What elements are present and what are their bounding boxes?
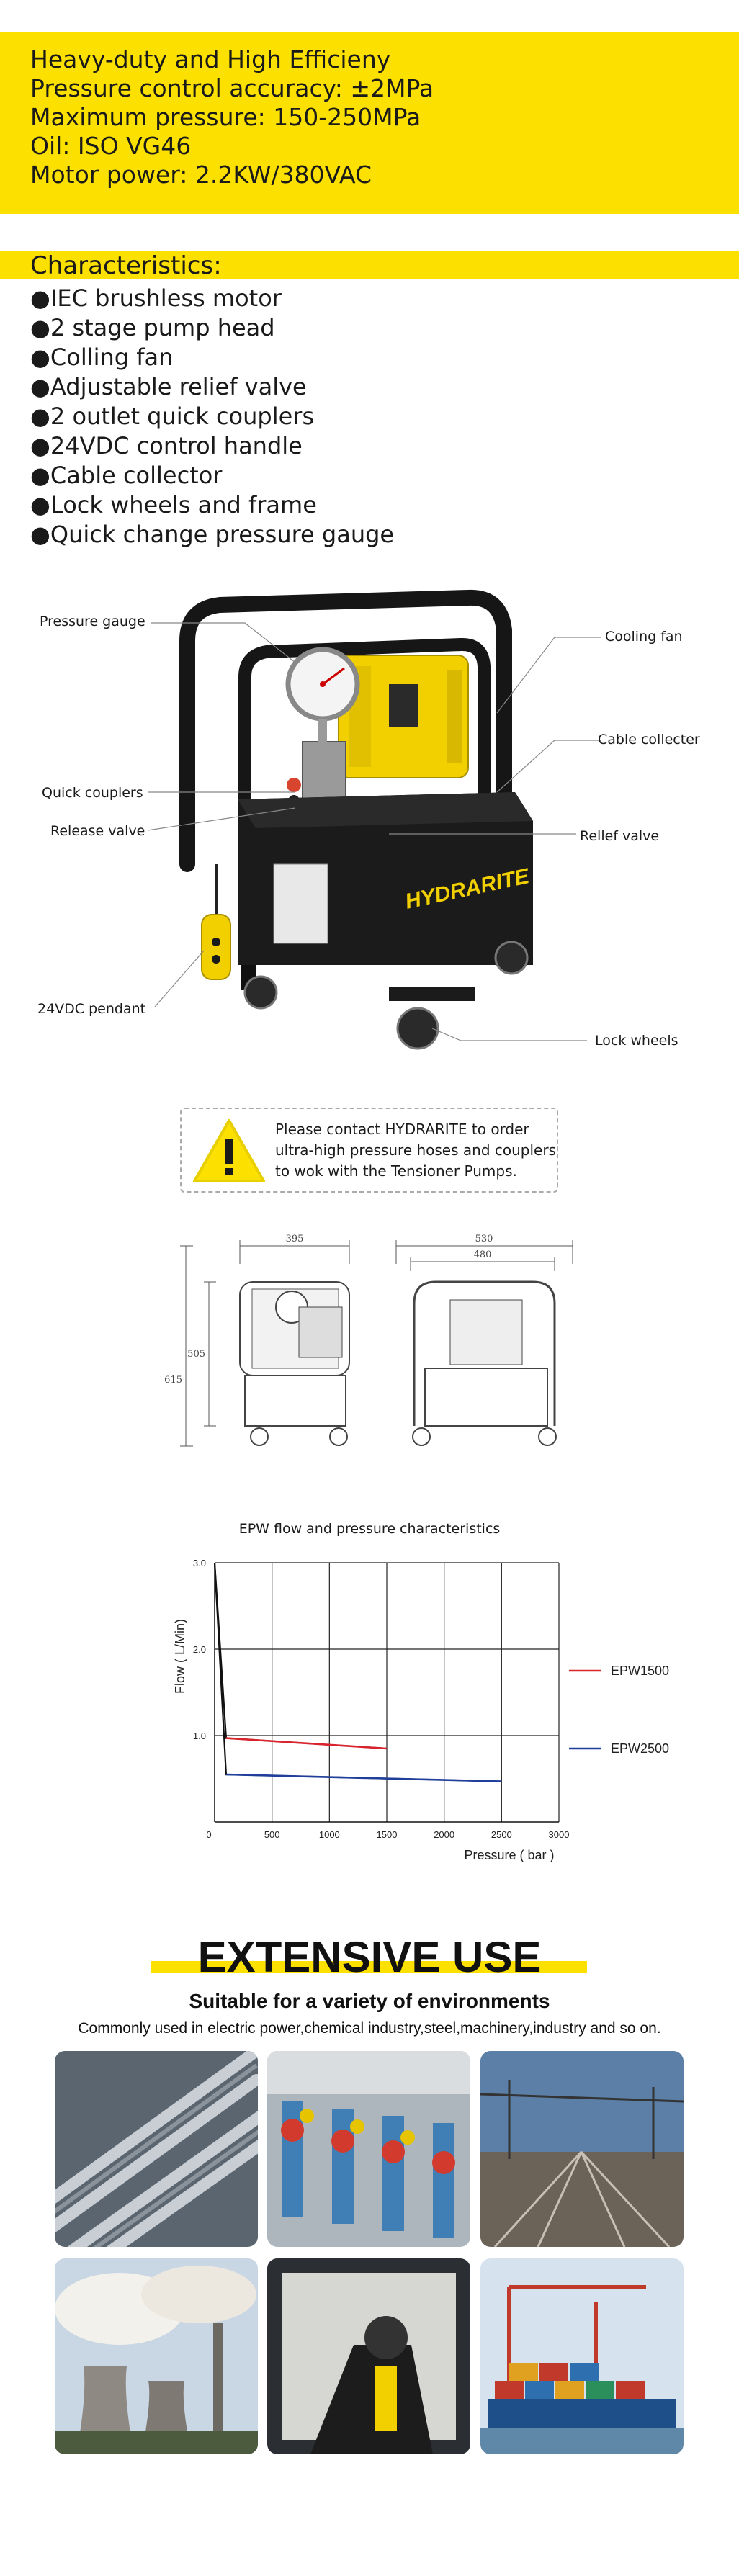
list-item: ●Adjustable relief valve	[30, 373, 307, 400]
notice-line: Please contact HYDRARITE to order	[275, 1121, 529, 1138]
legend-label-epw2500: EPW2500	[611, 1741, 669, 1756]
series-line-epw2500-drop	[213, 1562, 502, 1782]
notice-line: to wok with the Tensioner Pumps.	[275, 1162, 517, 1180]
x-tick-label: 500	[264, 1829, 280, 1840]
power-plant-photo	[55, 2258, 258, 2454]
lock-wheels-label: Lock wheels	[595, 1033, 678, 1049]
spec-line: Motor power: 2.2KW/380VAC	[30, 161, 372, 189]
list-item: ●24VDC control handle	[30, 432, 303, 459]
x-axis-label: Pressure ( bar )	[464, 1848, 554, 1862]
x-tick-label: 1500	[377, 1829, 398, 1840]
spec-block: Heavy-duty and High Efficieny Pressure c…	[0, 32, 739, 214]
extensive-description: Commonly used in electric power,chemical…	[78, 2020, 661, 2037]
list-item: ●IEC brushless motor	[30, 284, 282, 312]
product-illustration: HYDRARITE	[147, 589, 601, 1050]
dimension-drawing: 395 530 480 505 615	[164, 1234, 573, 1447]
list-item: ●Cable collector	[30, 462, 223, 489]
characteristics-heading: Characteristics:	[0, 251, 739, 280]
list-item: ●2 stage pump head	[30, 314, 275, 341]
relief-valve-label: Rellef valve	[580, 828, 660, 844]
x-tick-label: 1000	[319, 1829, 340, 1840]
extensive-title: EXTENSIVE USE	[197, 1933, 542, 1981]
list-item: ●Lock wheels and frame	[30, 491, 317, 519]
y-tick-label: 2.0	[193, 1644, 206, 1655]
warning-icon	[193, 1119, 265, 1182]
quick-couplers-label: Quick couplers	[42, 785, 143, 801]
legend-label-epw1500: EPW1500	[611, 1664, 669, 1678]
series-line-epw2500	[225, 1773, 502, 1782]
steel-pipes-photo	[55, 2051, 258, 2247]
notice-line: ultra-high pressure hoses and couplers	[275, 1141, 556, 1159]
y-tick-label: 3.0	[193, 1558, 206, 1569]
dim-side-outer: 530	[475, 1234, 493, 1244]
x-tick-label: 0	[206, 1829, 211, 1840]
chart-title: EPW flow and pressure characteristics	[238, 1521, 501, 1537]
series-line-epw1500-drop	[213, 1562, 388, 1750]
flow-pressure-chart: 0 500 1000 1500 2000 2500 3000 1.0 2.0 3.0Pressur…	[173, 1558, 669, 1862]
spec-line: Maximum pressure: 150-250MPa	[30, 103, 421, 131]
railway-photo	[480, 2051, 684, 2247]
container-port-photo	[480, 2258, 684, 2454]
cooling-fan-label: Cooling fan	[605, 629, 683, 645]
x-tick-label: 2000	[434, 1829, 454, 1840]
spec-line: Heavy-duty and High Efficieny	[30, 45, 391, 73]
x-tick-label: 3000	[549, 1829, 570, 1840]
notice-box: Please contact HYDRARITE to order ultra-…	[180, 1108, 558, 1193]
extensive-subtitle: Suitable for a variety of environments	[189, 1990, 550, 2012]
dim-front-width: 395	[286, 1234, 304, 1244]
list-item: ●2 outlet quick couplers	[30, 403, 315, 430]
y-axis-label: Flow ( L/Min)	[173, 1619, 187, 1694]
y-tick-label: 1.0	[193, 1731, 206, 1741]
chemical-valves-photo	[267, 2051, 470, 2247]
list-item: ●Colling fan	[30, 344, 174, 371]
dim-side-inner: 480	[474, 1249, 492, 1260]
pendant-label: 24VDC pendant	[37, 1001, 146, 1017]
cable-collector-label: Cable collecter	[598, 732, 700, 748]
list-item: ●Quick change pressure gauge	[30, 521, 395, 548]
x-tick-label: 2500	[491, 1829, 512, 1840]
spec-line: Oil: ISO VG46	[30, 132, 192, 160]
industrial-worker-photo	[267, 2258, 470, 2454]
pressure-gauge-label: Pressure gauge	[40, 614, 145, 629]
characteristics-list: ●IEC brushless motor ●2 stage pump head …	[30, 284, 678, 549]
title-underline-bar	[151, 1961, 587, 1973]
spec-line: Pressure control accuracy: ±2MPa	[30, 74, 434, 102]
series-line-epw1500	[225, 1737, 388, 1750]
release-valve-label: Release valve	[50, 823, 145, 839]
notice-text: Please contact HYDRARITE to order ultra-…	[275, 1119, 556, 1182]
dim-height-inner: 505	[187, 1349, 205, 1360]
dim-height-outer: 615	[164, 1375, 182, 1386]
